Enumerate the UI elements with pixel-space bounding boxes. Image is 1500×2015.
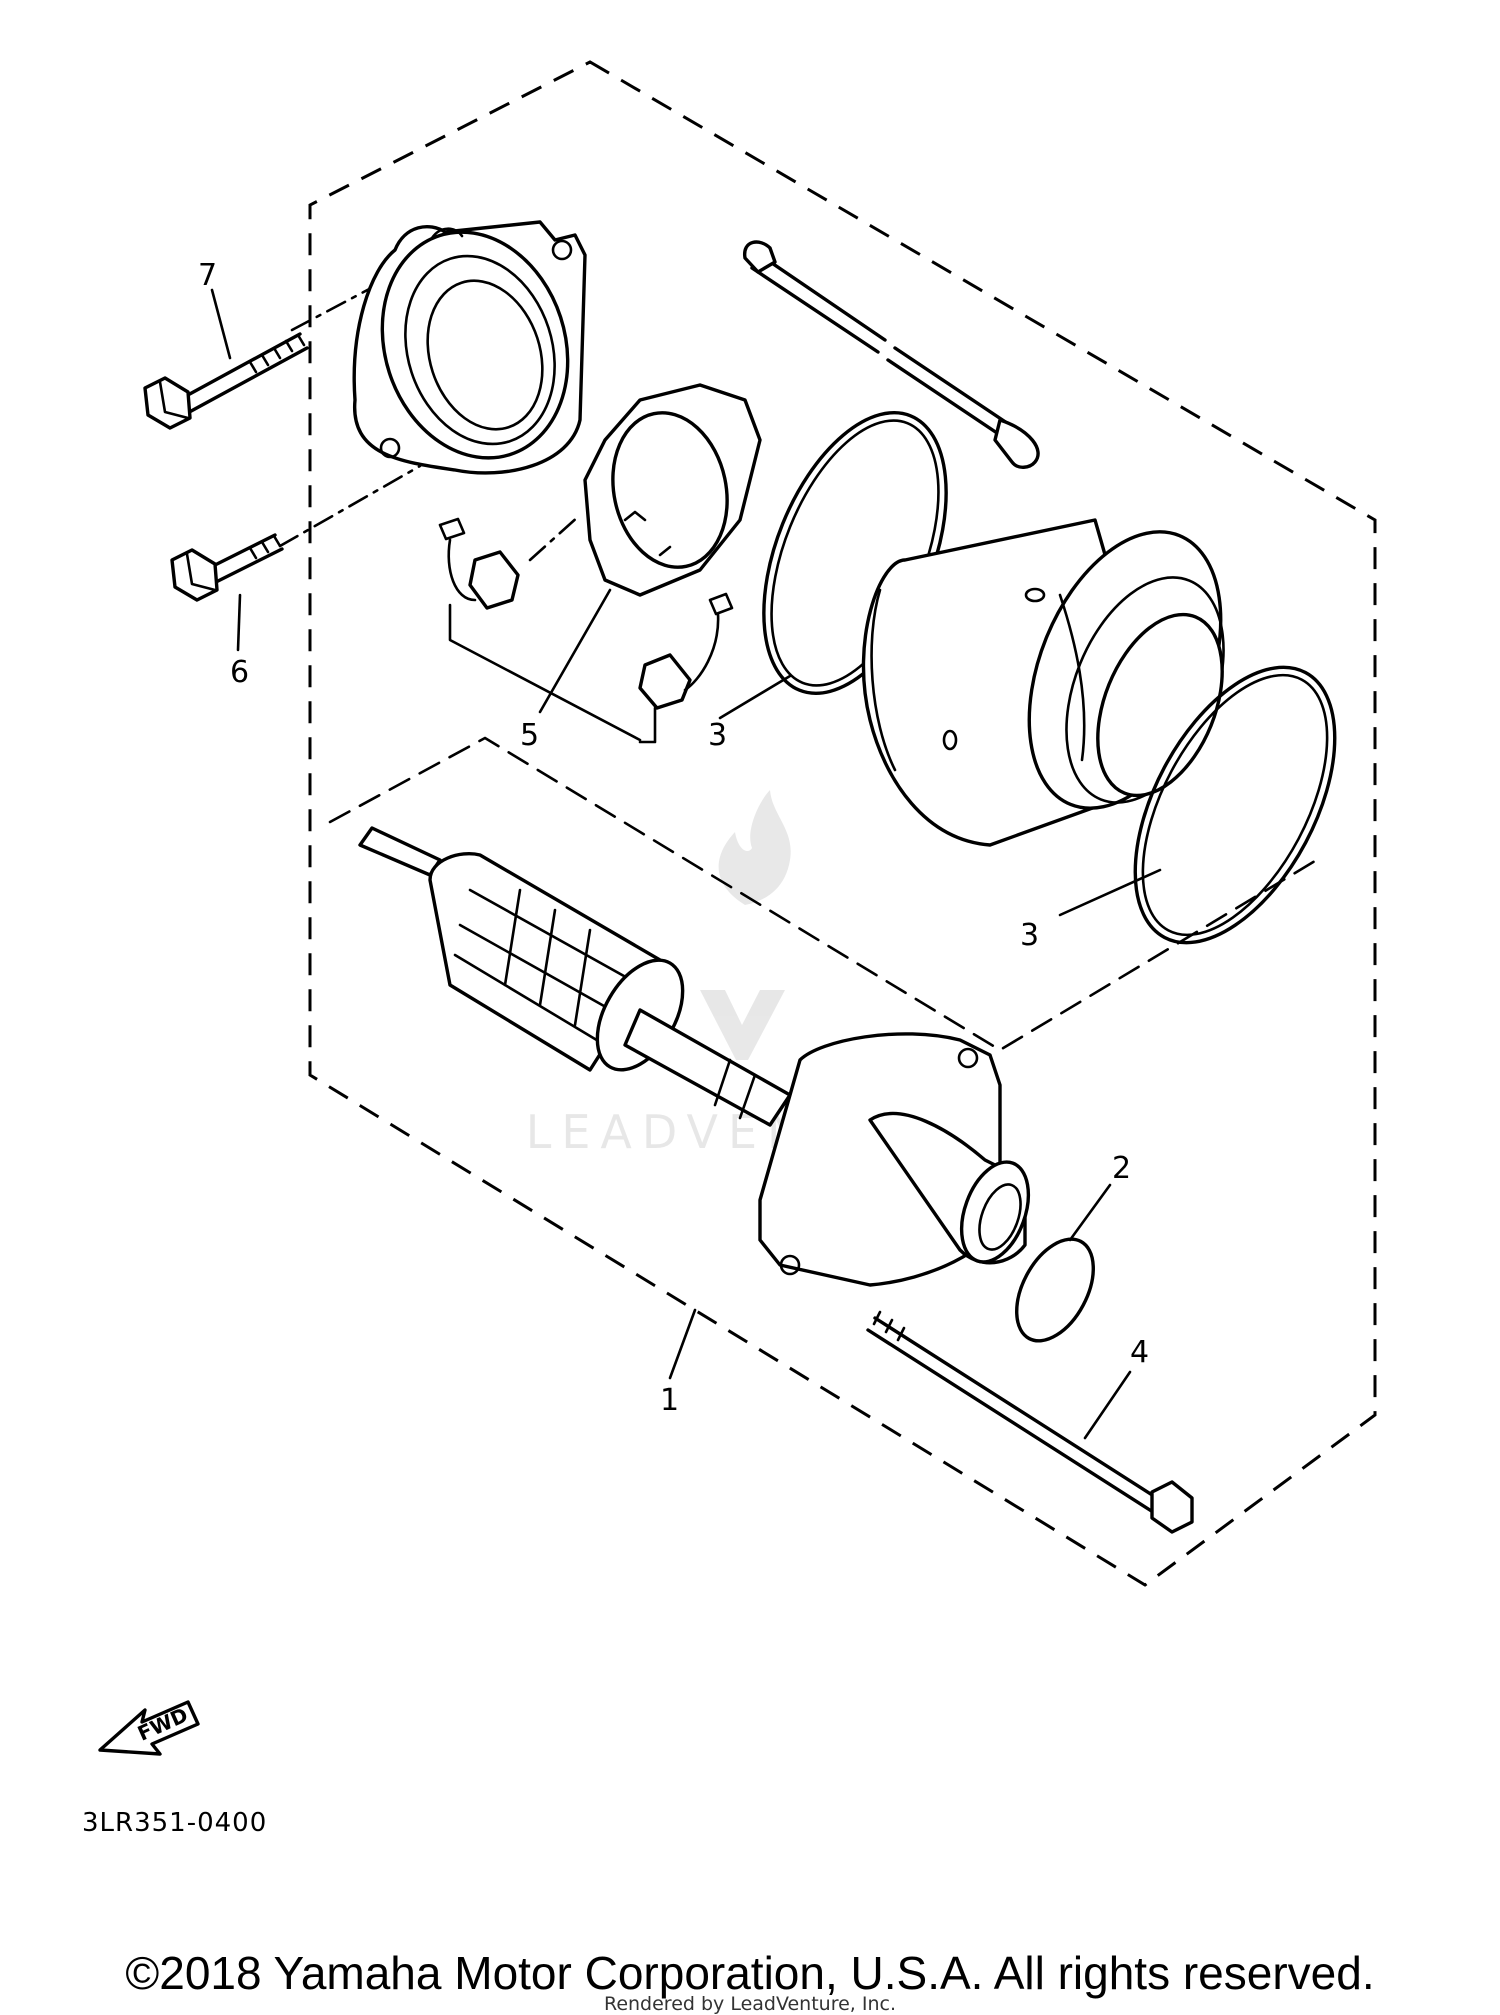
fwd-arrow-icon: FWD bbox=[98, 1700, 200, 1756]
brush-holder-part-5 bbox=[583, 383, 762, 597]
armature bbox=[358, 826, 792, 1127]
callout-6: 6 bbox=[230, 655, 249, 690]
leader-2 bbox=[1068, 1183, 1112, 1242]
leader-5 bbox=[538, 588, 612, 714]
assembly-boundary bbox=[308, 60, 1377, 1587]
rendered-by-notice: Rendered by LeadVenture, Inc. bbox=[603, 1993, 897, 2015]
lead-wire bbox=[743, 240, 1040, 469]
o-ring-small-part-2 bbox=[1015, 1237, 1095, 1343]
callout-3a: 3 bbox=[708, 718, 727, 753]
watermark-logo bbox=[700, 790, 791, 1060]
front-bracket bbox=[758, 1032, 1031, 1287]
diagram-code: 3LR351-0400 bbox=[82, 1808, 268, 1838]
leader-7 bbox=[210, 288, 232, 360]
leader-3a bbox=[718, 674, 792, 720]
leader-4 bbox=[1083, 1370, 1132, 1440]
copyright-notice: ©2018 Yamaha Motor Corporation, U.S.A. A… bbox=[125, 1947, 1375, 1999]
through-bolt-part-4 bbox=[866, 1310, 1194, 1534]
callout-3b: 3 bbox=[1020, 918, 1039, 953]
leader-1 bbox=[668, 1308, 697, 1380]
callout-1: 1 bbox=[660, 1383, 679, 1418]
callout-4: 4 bbox=[1130, 1335, 1149, 1370]
brush-terminal-lower bbox=[638, 592, 734, 710]
bolt-long-part-7 bbox=[143, 332, 309, 430]
callout-7: 7 bbox=[198, 258, 217, 293]
brush-terminal-upper bbox=[438, 517, 520, 610]
rear-cover bbox=[352, 220, 587, 475]
callout-5: 5 bbox=[520, 718, 539, 753]
bolt-short-part-6 bbox=[170, 533, 284, 602]
o-ring-lower bbox=[1133, 665, 1337, 945]
leader-3b bbox=[1058, 868, 1162, 917]
leader-6 bbox=[236, 593, 242, 652]
motor-yoke bbox=[861, 518, 1225, 847]
callout-2: 2 bbox=[1112, 1151, 1131, 1186]
